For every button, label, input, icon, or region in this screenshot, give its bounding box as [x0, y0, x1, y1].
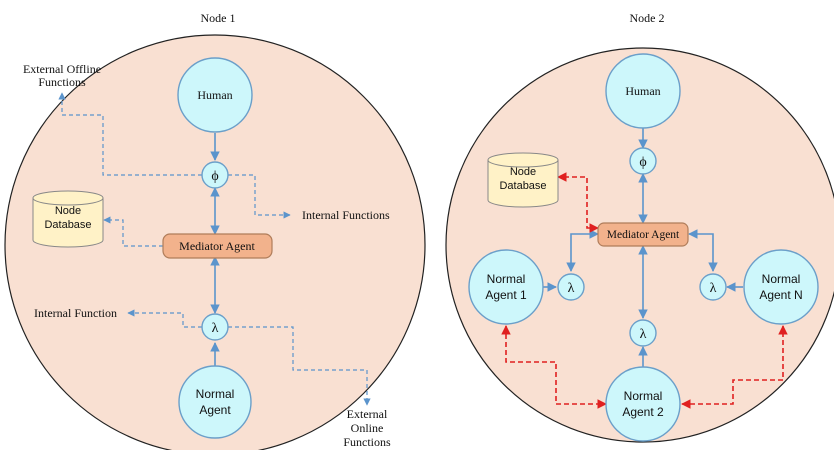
node1-database-connector [103, 216, 163, 247]
node1-external-online-connector [228, 326, 371, 406]
node2-title: Node 2 [630, 11, 665, 25]
node2-phi-label: ϕ [639, 155, 646, 170]
node2-agent2-label-1: Normal [624, 389, 663, 403]
node1-internal-function-connector [127, 309, 202, 328]
node1-phi-label: ϕ [211, 169, 218, 184]
node2-agent2-label-2: Agent 2 [622, 405, 664, 419]
node1-internal-functions-label: Internal Functions [302, 208, 390, 222]
node2-mediator-database-link [557, 172, 599, 233]
node1-internal-function-label: Internal Function [34, 306, 117, 320]
node2-mediator-lambda-right-arrow [688, 229, 718, 272]
node2-phi-circle [629, 147, 657, 175]
node2-lambda-right-circle [699, 273, 727, 301]
node1-database-label-1: Node [55, 205, 81, 217]
node2-agent2-circle [605, 366, 681, 442]
node1-database-icon [32, 190, 104, 248]
node1-external-online-label-1: External [347, 407, 388, 421]
node2-lambda-left-circle [557, 273, 585, 301]
node2-human-label: Human [625, 84, 660, 98]
node1-external-offline-connector [58, 92, 202, 176]
node1-lambda-label: λ [212, 321, 219, 336]
node1-normal-agent-label-2: Agent [199, 403, 231, 417]
node1-external-offline-label-2: Functions [38, 75, 86, 89]
node1-external-online-label-3: Functions [343, 435, 391, 449]
node2-lambda-bottom-circle [629, 319, 657, 347]
node1-group: Node 1 Human ϕ Mediator Agent Node Datab… [4, 11, 426, 450]
node1-mediator-label: Mediator Agent [179, 239, 255, 253]
node1-lambda-circle [201, 313, 229, 341]
node1-mediator-box [162, 233, 273, 259]
node2-mediator-lambda-left-arrow [566, 229, 599, 272]
node2-lambda-bottom-label: λ [640, 327, 647, 342]
node2-agentN-label-2: Agent N [759, 288, 802, 302]
node1-external-online-label-2: Online [351, 421, 384, 435]
node1-normal-agent-circle [178, 365, 252, 439]
node1-database-label-2: Database [44, 219, 91, 231]
node2-agentN-label-1: Normal [762, 272, 801, 286]
node1-external-offline-label-1: External Offline [23, 62, 101, 76]
node1-human-circle [177, 57, 253, 133]
node1-internal-functions-connector [228, 174, 291, 219]
node2-human-circle [605, 53, 681, 129]
node2-database-icon [487, 152, 559, 208]
node2-database-label-2: Database [499, 180, 546, 192]
node2-database-label-1: Node [510, 166, 536, 178]
node1-human-label: Human [197, 88, 232, 102]
node2-agentN-circle [743, 249, 819, 325]
node2-agent1-label-2: Agent 1 [485, 288, 527, 302]
node2-mediator-label: Mediator Agent [607, 229, 680, 241]
node1-title: Node 1 [201, 11, 236, 25]
node2-lambda-right-label: λ [710, 281, 717, 296]
node1-normal-agent-label-1: Normal [196, 387, 235, 401]
node2-mediator-box [597, 222, 689, 247]
node1-phi-circle [201, 161, 229, 189]
node2-agent2-agentN-link [681, 325, 788, 409]
node2-agent1-label-1: Normal [487, 272, 526, 286]
node2-lambda-left-label: λ [568, 281, 575, 296]
node2-agent1-agent2-link [501, 325, 607, 409]
node2-agent1-circle [468, 249, 544, 325]
node2-group: Node 2 Human ϕ Node Database Mediator Ag… [445, 11, 834, 443]
